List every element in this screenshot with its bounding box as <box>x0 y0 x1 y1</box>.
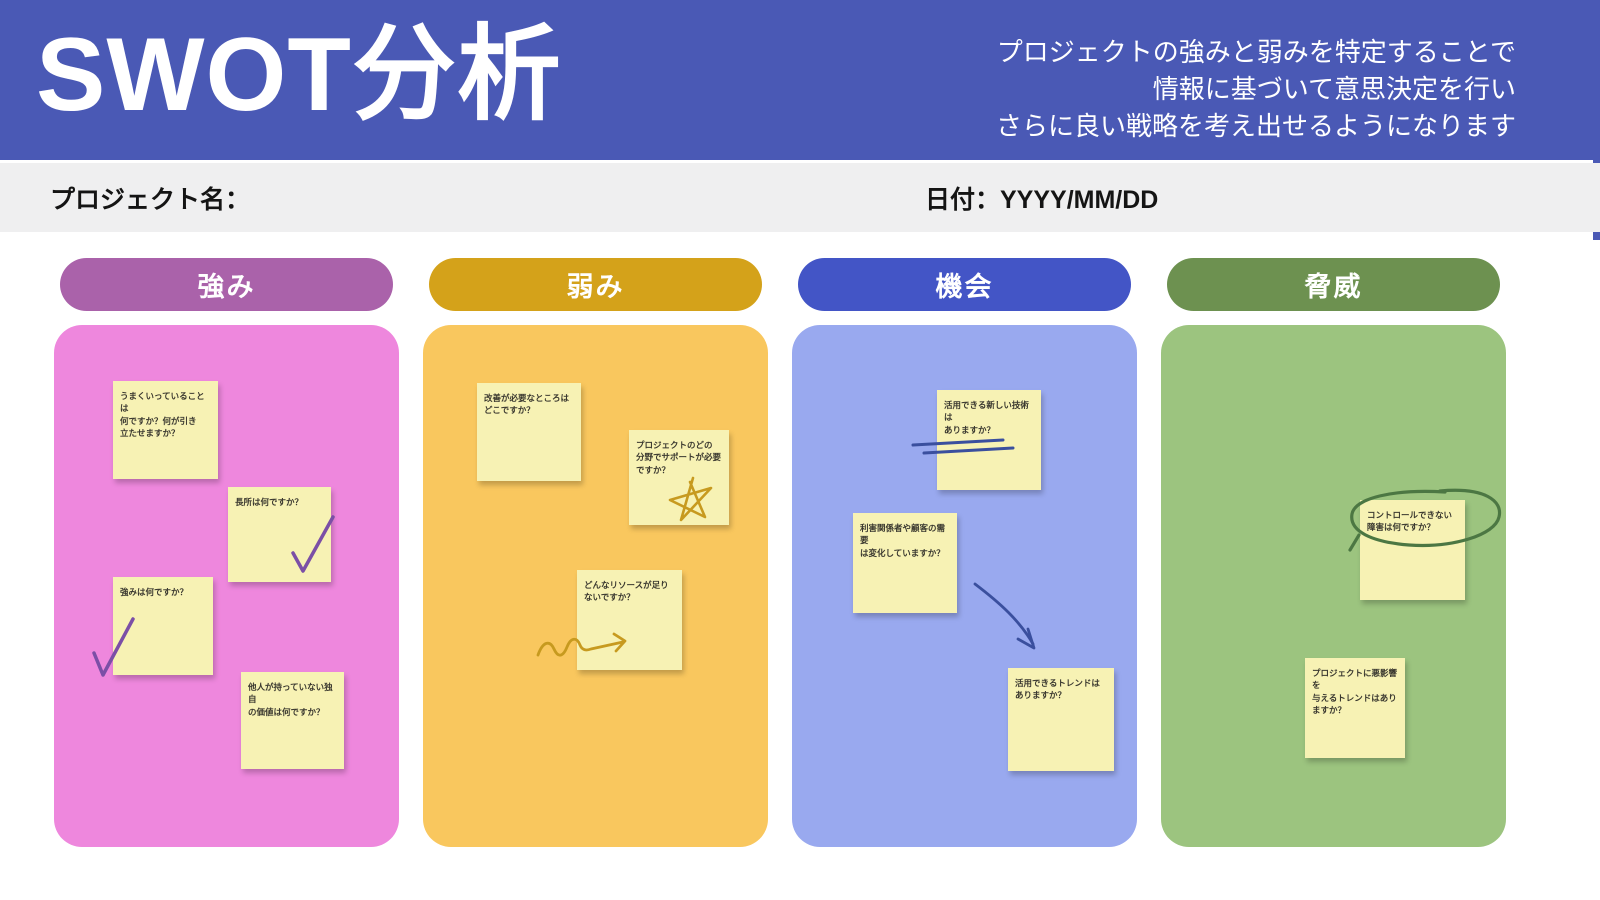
right-edge-accent <box>1593 0 1600 240</box>
sticky-note[interactable]: 長所は何ですか？ <box>228 487 331 582</box>
panel-weaknesses: 改善が必要なところは どこですか？ プロジェクトのどの 分野でサポートが必要 で… <box>423 325 768 847</box>
checkmark-scribble[interactable] <box>88 613 138 683</box>
squiggle-arrow-scribble[interactable] <box>535 627 650 667</box>
sticky-note[interactable]: どんなリソースが足り ないですか？ <box>577 570 682 670</box>
sticky-note[interactable]: 活用できるトレンドは ありますか？ <box>1008 668 1114 771</box>
circle-highlight-scribble[interactable] <box>1345 483 1510 563</box>
star-scribble[interactable] <box>666 473 718 528</box>
date-field[interactable]: 日付：YYYY/MM/DD <box>925 185 1159 214</box>
sticky-note[interactable]: プロジェクトのどの 分野でサポートが必要 ですか？ <box>629 430 729 525</box>
column-strengths: 強み うまくいっていることは 何ですか？何が引き 立たせますか？ 長所は何ですか… <box>54 258 399 847</box>
panel-strengths: うまくいっていることは 何ですか？何が引き 立たせますか？ 長所は何ですか？ 強… <box>54 325 399 847</box>
column-threats: 脅威 コントロールできない 障害は何ですか？ プロジェクトに悪影響を 与えるトレ… <box>1161 258 1506 847</box>
panel-opportunities: 活用できる新しい技術は ありますか？ 利害関係者や顧客の需要 は変化していますか… <box>792 325 1137 847</box>
column-opportunities: 機会 活用できる新しい技術は ありますか？ 利害関係者や顧客の需要 は変化してい… <box>792 258 1137 847</box>
column-header-opportunities: 機会 <box>798 258 1131 311</box>
sticky-note[interactable]: 利害関係者や顧客の需要 は変化していますか？ <box>853 513 957 613</box>
curved-arrow-scribble[interactable] <box>972 581 1052 657</box>
column-header-threats: 脅威 <box>1167 258 1500 311</box>
project-name-field[interactable]: プロジェクト名： <box>50 185 251 214</box>
double-pen-stroke-scribble[interactable] <box>907 435 1022 463</box>
checkmark-scribble[interactable] <box>286 511 341 581</box>
sticky-note[interactable]: 他人が持っていない独自 の価値は何ですか？ <box>241 672 344 769</box>
sticky-note[interactable]: うまくいっていることは 何ですか？何が引き 立たせますか？ <box>113 381 218 479</box>
column-header-strengths: 強み <box>60 258 393 311</box>
sticky-note[interactable]: プロジェクトに悪影響を 与えるトレンドはあり ますか？ <box>1305 658 1405 758</box>
column-weaknesses: 弱み 改善が必要なところは どこですか？ プロジェクトのどの 分野でサポートが必… <box>423 258 768 847</box>
header-banner: SWOT分析 プロジェクトの強みと弱みを特定することで 情報に基づいて意思決定を… <box>0 0 1600 160</box>
sticky-note[interactable]: 改善が必要なところは どこですか？ <box>477 383 581 481</box>
page-title: SWOT分析 <box>36 17 562 133</box>
column-header-weaknesses: 弱み <box>429 258 762 311</box>
meta-bar: プロジェクト名： 日付：YYYY/MM/DD <box>0 163 1600 232</box>
panel-threats: コントロールできない 障害は何ですか？ プロジェクトに悪影響を 与えるトレンドは… <box>1161 325 1506 847</box>
sticky-note[interactable]: コントロールできない 障害は何ですか？ <box>1360 500 1465 600</box>
header-description: プロジェクトの強みと弱みを特定することで 情報に基づいて意思決定を行い さらに良… <box>995 37 1516 141</box>
